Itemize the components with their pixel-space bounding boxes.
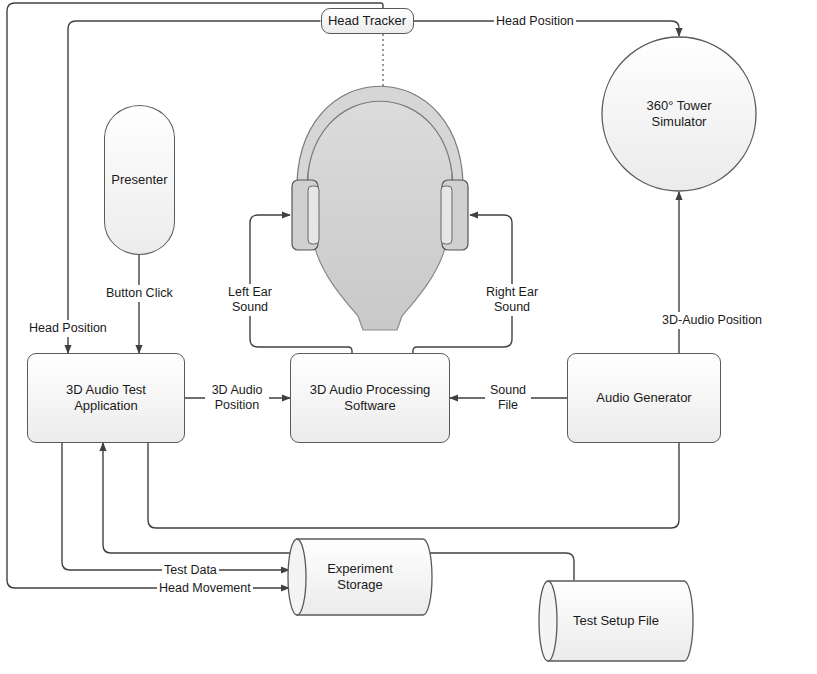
input-device: Presenter (104, 105, 175, 255)
edge-label: Sound File (485, 382, 531, 414)
node-label: Experiment Storage (318, 561, 402, 593)
left-earpad (308, 186, 319, 244)
wire-label: Right Ear Sound (477, 284, 547, 316)
process-box: Audio Generator (567, 353, 721, 443)
edge-label: Test Data (162, 562, 219, 579)
cylinder-body (297, 539, 432, 615)
cylinder-end (288, 539, 306, 615)
node-label: 3D Audio Processing Software (307, 382, 433, 414)
process-box: 3D Audio Test Application (27, 353, 185, 443)
process-box: 3D Audio Processing Software (290, 353, 450, 443)
cylinder-body (548, 581, 693, 661)
data-flow-arrow (68, 21, 321, 353)
text-group: Experiment Storage (318, 561, 402, 593)
text-group: 3D Audio Test Application (50, 382, 162, 414)
circle-shape (602, 37, 756, 191)
node-label: Head Tracker (328, 13, 406, 29)
text-group: Audio Generator (596, 390, 691, 406)
node-label: 3D Audio Test Application (50, 382, 162, 414)
headband (297, 86, 463, 195)
edge-label: Head Movement (157, 580, 253, 597)
edge-label: Button Click (104, 285, 175, 302)
simulator-circle: 360° Tower Simulator (601, 36, 757, 192)
left-earcup (292, 180, 318, 250)
node-label: Test Setup File (573, 613, 659, 629)
cylinder-end (539, 581, 557, 661)
file-cylinder: Test Setup File (538, 580, 694, 662)
edge-label: 3D Audio Position (205, 382, 269, 414)
text-group: 360° Tower Simulator (633, 98, 725, 130)
edge-label: 3D-Audio Position (660, 312, 764, 329)
text-group: Head Tracker (328, 13, 406, 29)
edge-label: Head Position (494, 13, 576, 30)
head-figure (308, 96, 452, 330)
data-flow-arrow (138, 255, 139, 353)
text-group: Presenter (111, 172, 167, 188)
edge-label: Head Position (27, 320, 109, 337)
wire-label: Left Ear Sound (217, 284, 283, 316)
right-earpad (441, 186, 452, 244)
text-group: Test Setup File (573, 613, 659, 629)
tracker-link (382, 34, 383, 86)
node-label: Presenter (111, 172, 167, 188)
sensor-box: Head Tracker (321, 8, 414, 34)
text-group: 3D Audio Processing Software (307, 382, 433, 414)
data-flow-arrow (62, 443, 289, 570)
right-earcup (442, 180, 468, 250)
node-label: 360° Tower Simulator (633, 98, 725, 130)
data-flow-arrow (7, 3, 383, 588)
node-label: Audio Generator (596, 390, 691, 406)
storage-cylinder: Experiment Storage (287, 538, 433, 616)
